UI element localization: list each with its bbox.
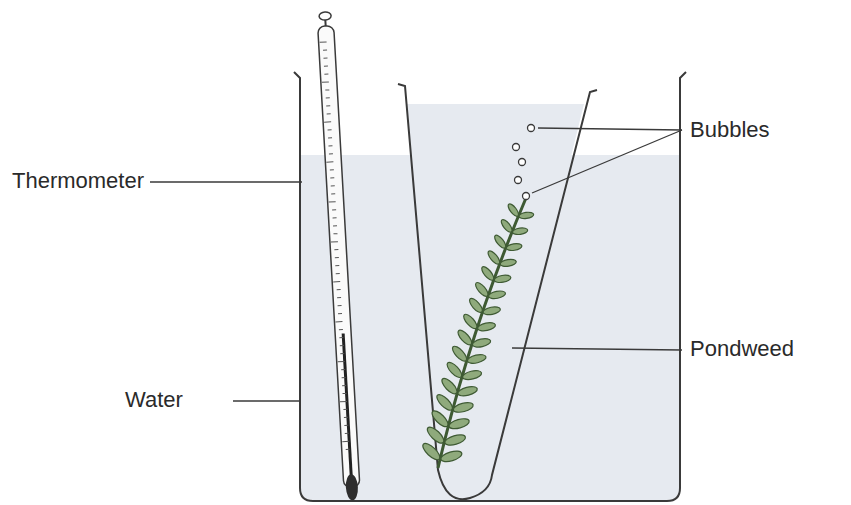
leaf xyxy=(499,218,513,234)
scale-tick xyxy=(332,209,336,210)
scale-tick xyxy=(330,169,334,170)
scale-tick xyxy=(343,409,347,410)
scale-tick xyxy=(343,393,347,394)
scale-tick xyxy=(326,161,333,162)
scale-tick xyxy=(335,257,339,258)
leaf xyxy=(519,211,535,219)
scale-tick xyxy=(333,281,340,282)
leaf xyxy=(462,369,483,381)
scale-tick xyxy=(337,289,341,290)
tube-water xyxy=(407,104,584,499)
scale-tick xyxy=(342,377,346,378)
leaf xyxy=(467,353,487,365)
scale-tick xyxy=(323,49,327,50)
leaf xyxy=(467,296,484,314)
leaf xyxy=(435,392,455,412)
leaf xyxy=(482,306,501,316)
scale-tick xyxy=(333,225,337,226)
leaf xyxy=(456,328,474,347)
test-tube xyxy=(398,84,597,499)
scale-tick xyxy=(333,233,337,234)
scale-tick xyxy=(329,153,333,154)
leaf xyxy=(425,425,446,446)
leaf xyxy=(506,243,523,252)
part-label: Water xyxy=(125,388,183,412)
scale-tick xyxy=(339,329,343,330)
leaf xyxy=(445,360,464,380)
leader-lines xyxy=(150,128,682,401)
scale-tick xyxy=(326,97,330,98)
scale-tick xyxy=(338,361,345,362)
scale-tick xyxy=(328,129,332,130)
leaf xyxy=(440,376,460,396)
part-label: Bubbles xyxy=(690,118,770,142)
scale-tick xyxy=(328,137,332,138)
scale-tick xyxy=(333,217,337,218)
scale-tick xyxy=(328,145,332,146)
leaf xyxy=(430,408,451,429)
leaf xyxy=(512,227,528,235)
leaf xyxy=(480,265,496,282)
leaf xyxy=(500,258,517,267)
scale-tick xyxy=(340,353,344,354)
scale-tick xyxy=(341,369,345,370)
leaf xyxy=(450,344,469,363)
scale-tick xyxy=(335,265,339,266)
leaf xyxy=(494,274,512,284)
scale-tick xyxy=(342,385,346,386)
leaf xyxy=(472,337,492,348)
part-label: Pondweed xyxy=(690,337,794,361)
scale-tick xyxy=(327,113,331,114)
leaf xyxy=(462,312,480,330)
leaf xyxy=(474,281,490,299)
scale-tick xyxy=(342,441,349,442)
scale-tick xyxy=(344,425,348,426)
scale-tick xyxy=(324,65,328,66)
scale-tick xyxy=(334,249,338,250)
scale-tick xyxy=(344,417,348,418)
scale-tick xyxy=(340,345,344,346)
scale-tick xyxy=(331,185,335,186)
scale-tick xyxy=(330,177,334,178)
part-label: Thermometer xyxy=(12,169,144,193)
thermometer xyxy=(317,12,361,501)
scale-tick xyxy=(324,57,328,58)
scale-tick xyxy=(338,313,342,314)
leaf xyxy=(420,441,442,462)
scale-tick xyxy=(345,433,349,434)
scale-tick xyxy=(338,305,342,306)
scale-tick xyxy=(326,105,330,106)
leaf xyxy=(506,202,520,217)
scale-tick xyxy=(324,73,328,74)
leaf xyxy=(493,234,508,250)
leaf xyxy=(477,321,496,332)
scale-tick xyxy=(331,241,338,242)
pondweed xyxy=(420,198,534,468)
scale-tick xyxy=(337,297,341,298)
scale-tick xyxy=(329,201,336,202)
leaf xyxy=(452,401,474,414)
scale-tick xyxy=(320,41,327,42)
leaf xyxy=(457,385,478,398)
scale-tick xyxy=(325,89,329,90)
scale-tick xyxy=(335,321,342,322)
scale-tick xyxy=(331,193,335,194)
leaf xyxy=(444,433,467,447)
scale-tick xyxy=(322,81,329,82)
scale-tick xyxy=(324,121,331,122)
leaf xyxy=(448,417,470,431)
scale-tick xyxy=(340,401,347,402)
leaf xyxy=(488,290,506,300)
scale-tick xyxy=(339,337,343,338)
scale-tick xyxy=(336,273,340,274)
bubbles xyxy=(513,125,535,200)
scale-tick xyxy=(346,449,350,450)
leaf xyxy=(440,449,463,464)
leaf xyxy=(486,249,501,266)
